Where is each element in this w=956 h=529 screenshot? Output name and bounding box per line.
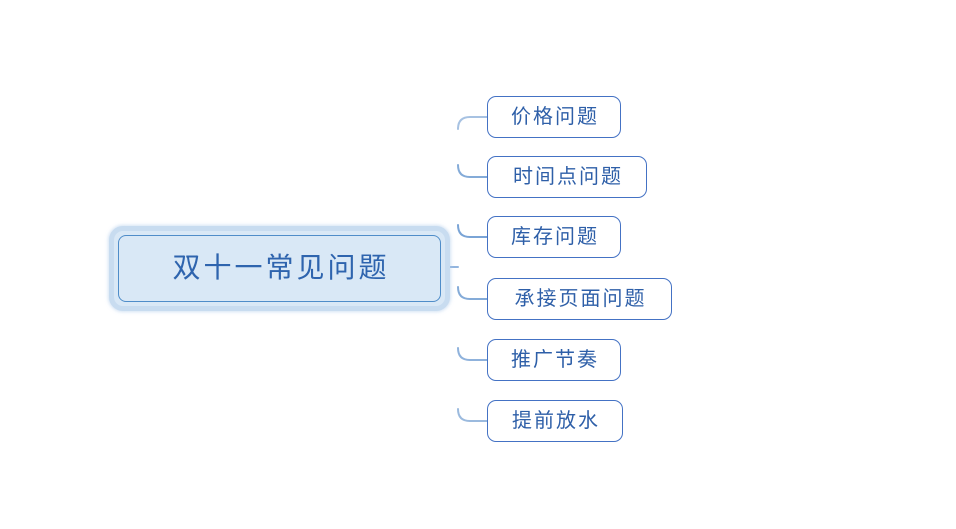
topic-label: 提前放水 — [512, 410, 600, 432]
connector-branch-2 — [457, 164, 488, 178]
topic-node-inventory[interactable]: 库存问题 — [487, 216, 621, 258]
connector-branch-4 — [457, 286, 488, 300]
connector-branch-1 — [457, 116, 488, 130]
topic-node-promotion-rhythm[interactable]: 推广节奏 — [487, 339, 621, 381]
topic-label: 库存问题 — [511, 226, 599, 248]
topic-label: 时间点问题 — [513, 166, 623, 188]
topic-label: 价格问题 — [511, 106, 599, 128]
topic-node-timing[interactable]: 时间点问题 — [487, 156, 647, 198]
topic-label: 推广节奏 — [511, 349, 599, 371]
topic-label: 承接页面问题 — [514, 288, 647, 310]
connector-branch-3 — [457, 224, 488, 238]
connector-branch-5 — [457, 347, 488, 361]
connector-branch-6 — [457, 408, 488, 422]
central-topic-label: 双十一常见问题 — [172, 252, 390, 284]
topic-node-price[interactable]: 价格问题 — [487, 96, 621, 138]
topic-node-landing-page[interactable]: 承接页面问题 — [487, 278, 672, 320]
central-topic-node[interactable]: 双十一常见问题 — [109, 226, 450, 311]
topic-node-early-release[interactable]: 提前放水 — [487, 400, 623, 442]
